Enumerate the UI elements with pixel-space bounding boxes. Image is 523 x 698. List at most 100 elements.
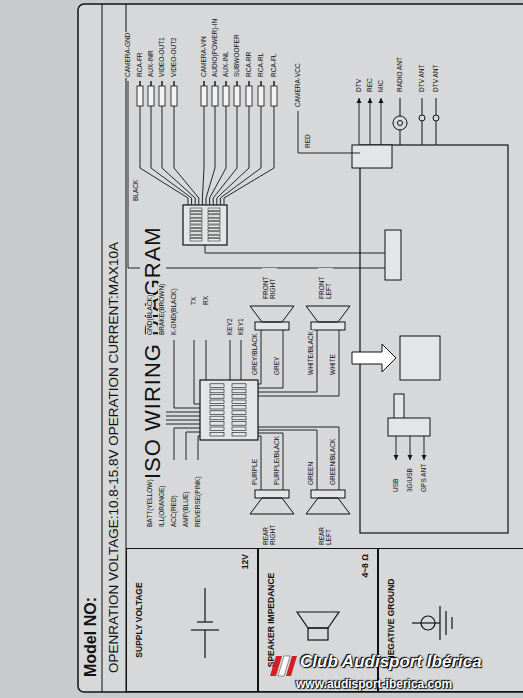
wire-label: KEY1: [237, 317, 244, 336]
wire-label: CAMERA-GND: [124, 32, 131, 78]
wire: [151, 106, 192, 205]
wire-label: GREY: [273, 356, 280, 376]
wire-label: RX: [202, 295, 209, 306]
head-unit-socket: [385, 230, 401, 280]
rca-pin: [260, 81, 261, 86]
box-heading: SPEAKER IMPEDANCE: [266, 572, 276, 668]
rca-pin: [273, 81, 274, 86]
wire: [258, 427, 339, 490]
wire: [174, 106, 199, 205]
box-value: 12V: [240, 553, 250, 570]
wire-label: DTV: [355, 78, 362, 93]
wire-label: GND(BLACK): [146, 294, 153, 336]
wire-label: RADIO ANT: [396, 56, 403, 93]
wire-label: GPS ANT: [420, 463, 427, 493]
rca-plug: [159, 86, 165, 106]
connector-pin: [232, 395, 246, 399]
rca-plug: [171, 86, 177, 106]
speaker-symbol: [311, 322, 345, 330]
speaker-cone: [250, 306, 294, 322]
connector-pin: [190, 218, 202, 220]
wire-label: AMP(BLUE): [182, 491, 189, 528]
wire: [205, 245, 385, 253]
rca-pin: [236, 81, 237, 86]
arrow-head: [368, 98, 373, 103]
wire: [298, 111, 360, 153]
small-socket: [394, 394, 404, 420]
rca-plug: [148, 86, 154, 106]
wire-label: FRONT LEFT: [318, 268, 333, 300]
rca-plug: [234, 86, 240, 106]
speaker-symbol: [297, 612, 339, 640]
connector-pin: [208, 208, 220, 210]
wire: [162, 106, 195, 205]
wire: [241, 340, 242, 380]
wire: [381, 98, 382, 145]
wire: [224, 106, 274, 205]
wire-label: USB: [392, 478, 399, 493]
connector-pin: [210, 405, 224, 409]
connector-pin: [232, 422, 246, 426]
usb-socket: [388, 418, 430, 436]
header-text: OPENRATION VOLTAGE:10.8-15.8V OPERATION …: [106, 241, 122, 674]
connector-pin: [210, 427, 224, 431]
speaker-symbol: [255, 322, 289, 330]
connector-pin: [232, 400, 246, 404]
wire: [258, 330, 339, 396]
wire-label: REAR LEFT: [318, 516, 333, 546]
label-panel: [78, 4, 523, 692]
watermark: www.audisport-iberica.com: [296, 677, 452, 691]
spec-box: SUPPLY VOLTAGE 12V: [126, 548, 258, 692]
wire: [210, 106, 226, 205]
rule-line: [102, 4, 103, 692]
wire-label: GREY/BLACK: [251, 332, 258, 376]
connector-pin: [190, 211, 202, 213]
wire-label: BATT(YELLOW): [146, 478, 153, 528]
wire-label: VIDEO-OUT1: [158, 36, 165, 78]
rca-pin: [203, 81, 204, 86]
wire: [174, 428, 200, 460]
connector-pin: [232, 427, 246, 431]
connector-pin: [208, 228, 220, 230]
connector-pin: [232, 405, 246, 409]
connector-pin: [208, 218, 220, 220]
arrow-head: [422, 455, 427, 460]
connector-pin: [208, 215, 220, 217]
wire-label: CAMERA-VCC: [294, 62, 301, 108]
wire-label: AUX-INR: [147, 49, 154, 78]
box-heading: SUPPLY VOLTAGE: [134, 581, 144, 658]
wire: [128, 81, 385, 268]
rca-pin: [225, 81, 226, 86]
rca-plug: [271, 86, 277, 106]
speaker-symbol: [255, 490, 289, 498]
ground-symbol: [412, 606, 452, 640]
connector-pin: [232, 389, 246, 393]
connector-pin: [190, 232, 202, 234]
photo-background: [0, 0, 78, 698]
connector-pin: [208, 222, 220, 224]
rca-pin: [248, 81, 249, 86]
wire-label: MIC: [377, 79, 384, 93]
wire: [258, 330, 317, 392]
wire-label: BRAKE(BROWN): [158, 283, 165, 336]
wire-label: REAR RIGHT: [262, 516, 277, 546]
wire-label: RED: [304, 133, 311, 149]
speaker-cone: [306, 306, 350, 322]
rca-pin: [161, 81, 162, 86]
wire: [359, 98, 360, 145]
header-text: Model NO:: [82, 596, 100, 678]
arrow-head: [357, 98, 362, 103]
wire-label: 3G/USB: [406, 467, 413, 493]
connector-pin: [208, 235, 220, 237]
connector-pin: [210, 411, 224, 415]
connector-pin: [210, 395, 224, 399]
connector-pin: [190, 239, 202, 241]
wire-label: GREEN: [307, 461, 314, 486]
wire: [162, 340, 200, 412]
connector-pin: [190, 225, 202, 227]
rca-pin: [173, 81, 174, 86]
antenna-jacks: [393, 98, 439, 145]
wire-label: KEY2: [226, 317, 233, 336]
